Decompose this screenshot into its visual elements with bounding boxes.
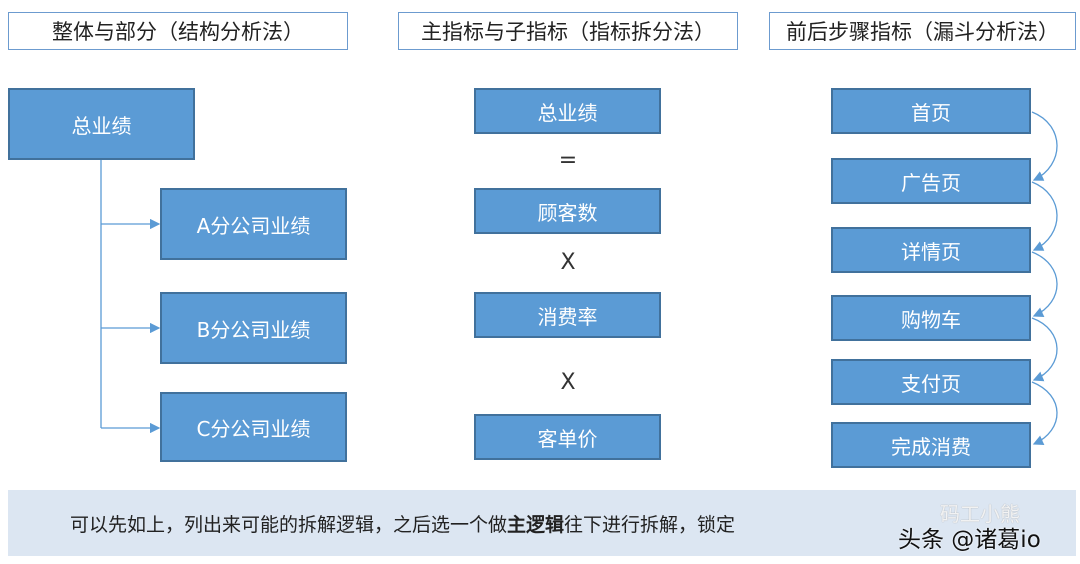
funnel-arrow-2 — [1031, 181, 1058, 251]
header-metric: 主指标与子指标（指标拆分法） — [398, 12, 738, 50]
multiply-operator: X — [560, 370, 576, 395]
metric-rate: 消费率 — [474, 292, 661, 338]
header-structure: 整体与部分（结构分析法） — [8, 12, 348, 50]
funnel-arrow-4 — [1031, 317, 1058, 382]
equals-operator: = — [558, 148, 578, 173]
banner-text-bold: 主逻辑 — [507, 513, 565, 536]
summary-banner: 可以先如上，列出来可能的拆解逻辑，之后选一个做主逻辑往下进行拆解，锁定 — [8, 490, 1076, 556]
funnel-step: 广告页 — [831, 158, 1031, 204]
watermark-bottom: 头条 @诸葛io — [898, 527, 1041, 553]
funnel-arrow-5 — [1031, 381, 1058, 445]
structure-child-a: A分公司业绩 — [160, 188, 347, 260]
funnel-step: 首页 — [831, 88, 1031, 134]
structure-root: 总业绩 — [8, 88, 195, 160]
metric-avg-price: 客单价 — [474, 414, 661, 460]
funnel-step: 详情页 — [831, 227, 1031, 273]
structure-child-b: B分公司业绩 — [160, 292, 347, 364]
metric-total: 总业绩 — [474, 88, 661, 134]
funnel-arrow-1 — [1031, 111, 1058, 181]
multiply-operator: X — [560, 250, 576, 275]
funnel-step: 购物车 — [831, 295, 1031, 341]
funnel-arrow-3 — [1031, 251, 1058, 317]
banner-text-before: 可以先如上，列出来可能的拆解逻辑，之后选一个做 — [70, 513, 508, 536]
banner-text-after: 往下进行拆解，锁定 — [564, 513, 736, 536]
funnel-step: 完成消费 — [831, 422, 1031, 468]
watermark-top: 码工小熊 — [940, 502, 1020, 526]
funnel-step: 支付页 — [831, 359, 1031, 405]
header-funnel: 前后步骤指标（漏斗分析法） — [769, 12, 1076, 50]
structure-child-c: C分公司业绩 — [160, 392, 347, 462]
metric-customers: 顾客数 — [474, 188, 661, 234]
